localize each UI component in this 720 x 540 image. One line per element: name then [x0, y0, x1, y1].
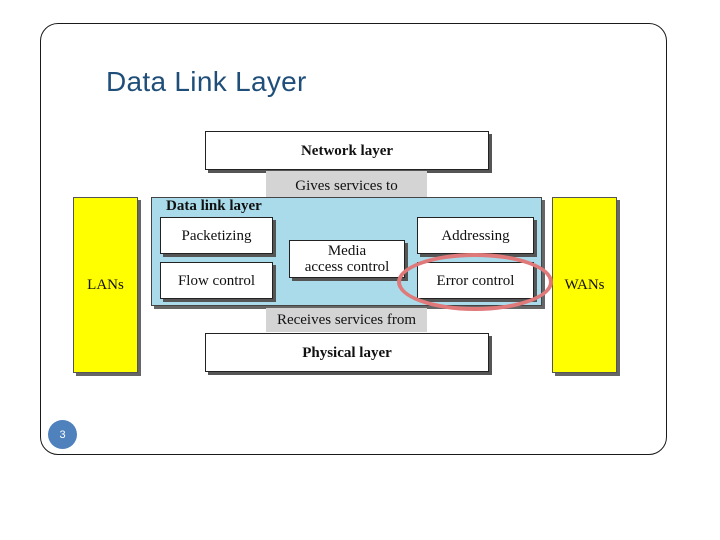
data-link-layer-label: Data link layer	[166, 198, 262, 214]
network-layer-box: Network layer	[205, 131, 489, 170]
addressing-box: Addressing	[417, 217, 534, 254]
physical-layer-box: Physical layer	[205, 333, 489, 372]
gives-services-band: Gives services to	[266, 171, 427, 197]
wans-bar: WANs	[552, 197, 617, 373]
lans-bar: LANs	[73, 197, 138, 373]
media-access-line-1: Media	[327, 243, 367, 259]
packetizing-box: Packetizing	[160, 217, 273, 254]
error-control-box: Error control	[417, 262, 534, 299]
media-access-line-2: access control	[304, 259, 390, 275]
receives-services-band: Receives services from	[266, 308, 427, 332]
slide-title: Data Link Layer	[106, 66, 307, 97]
page-number-badge: 3	[48, 420, 77, 449]
media-access-control-box: Media access control	[289, 240, 405, 278]
flow-control-box: Flow control	[160, 262, 273, 299]
